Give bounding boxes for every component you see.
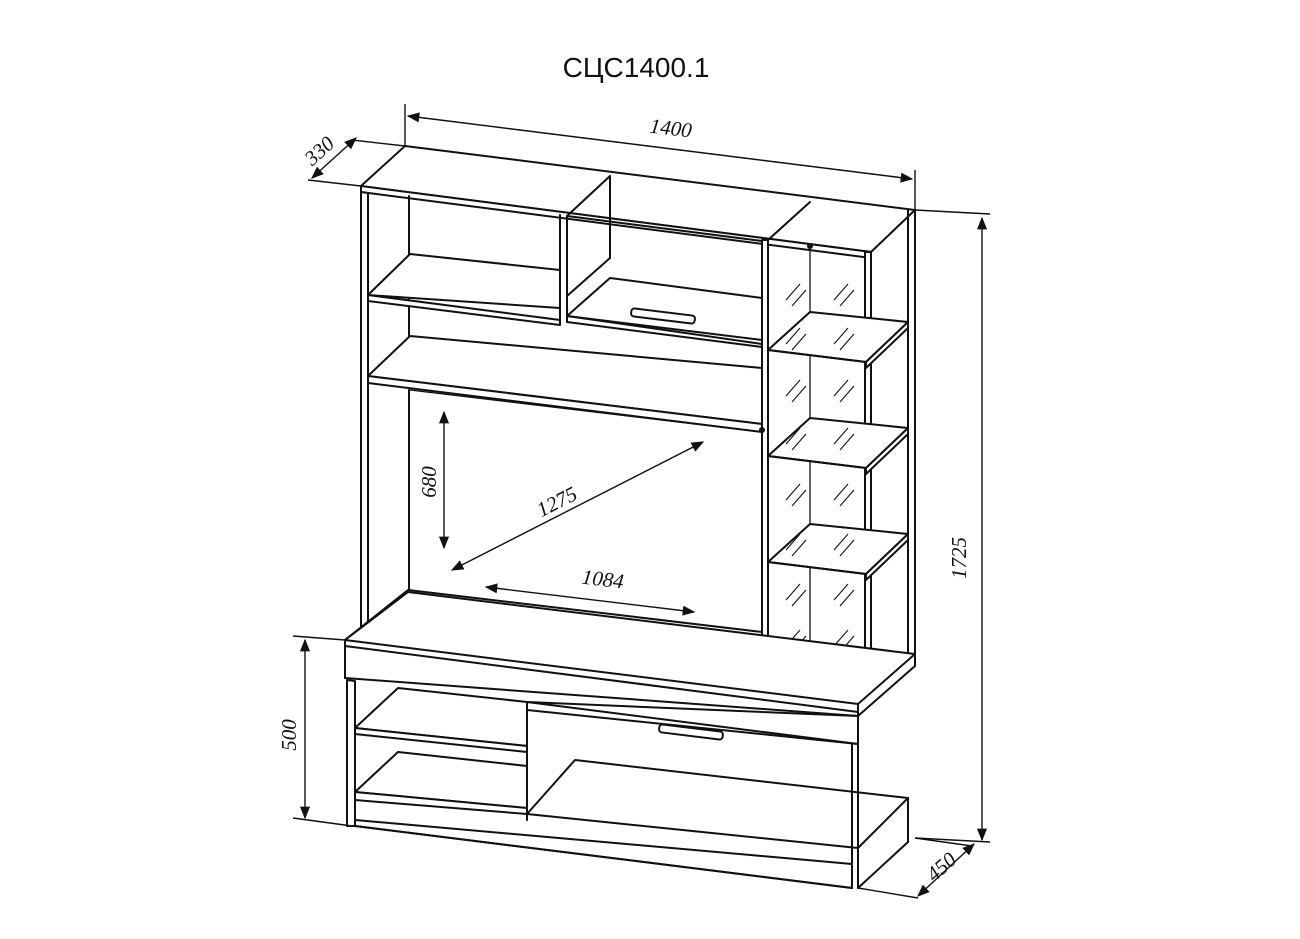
dim-depth-top-label: 330 [299, 131, 340, 171]
upper-cabinet [344, 145, 916, 673]
dimension-width: 1400 [404, 104, 916, 210]
tower-front-left [761, 239, 769, 683]
tower-shelf-2 [767, 417, 909, 469]
glass-tower [759, 209, 916, 693]
left-side-panel [360, 191, 369, 641]
flap-handle[interactable] [630, 307, 696, 325]
dimension-depth-bottom: 450 [857, 837, 975, 899]
dimension-height: 1725 [914, 209, 991, 843]
tower-shelf-1 [767, 311, 909, 363]
drawer-handle[interactable] [658, 723, 724, 741]
dim-tv-height-label: 680 [417, 466, 441, 498]
model-title: СЦС1400.1 [562, 52, 710, 83]
dimension-tv-height: 680 [417, 410, 450, 550]
dimension-tv-width: 1084 [484, 565, 696, 616]
tower-shelf-3 [767, 523, 909, 575]
shelf-tv-top [367, 335, 763, 425]
dim-height-label: 1725 [947, 537, 971, 579]
stand-bottom-right [526, 759, 909, 849]
dim-tv-width-label: 1084 [581, 565, 626, 594]
dim-base-height-label: 500 [277, 719, 301, 751]
glass-reflection-marks [785, 283, 855, 653]
dim-depth-bottom-label: 450 [922, 847, 962, 886]
lower-cabinet [344, 591, 916, 889]
dim-width-label: 1400 [649, 114, 694, 143]
dimension-base-height: 500 [277, 635, 353, 827]
dimension-tv-diagonal: 1275 [450, 441, 705, 571]
stand-left-side [346, 679, 356, 827]
